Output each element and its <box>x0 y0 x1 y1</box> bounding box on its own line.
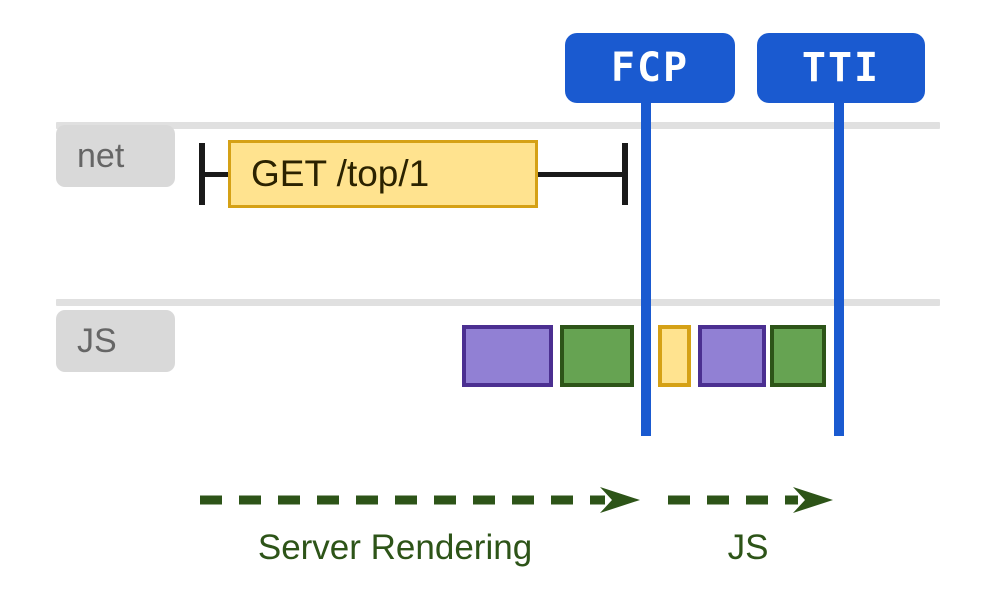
lane-badge-net: net <box>56 125 175 187</box>
js-task-block <box>658 325 691 387</box>
js-track-line <box>56 299 940 306</box>
net-track-line <box>56 122 940 129</box>
fcp-marker-label: FCP <box>610 45 690 91</box>
tti-marker-line <box>834 100 844 436</box>
network-request-label: GET /top/1 <box>251 153 430 194</box>
lane-badge-js-label: JS <box>77 321 117 360</box>
js-task-block <box>770 325 826 387</box>
network-request-bar: GET /top/1 <box>228 140 538 208</box>
server-rendering-phase-arrow <box>200 487 640 513</box>
js-task-block <box>698 325 766 387</box>
lane-badge-js: JS <box>56 310 175 372</box>
server-rendering-phase-label: Server Rendering <box>257 528 533 567</box>
lane-badge-net-label: net <box>77 136 125 175</box>
request-whisker-end-cap <box>622 143 628 205</box>
fcp-marker-badge: FCP <box>565 33 735 103</box>
js-task-block <box>560 325 634 387</box>
request-whisker-start-cap <box>199 143 205 205</box>
js-phase-arrow <box>668 487 833 513</box>
js-task-block <box>462 325 553 387</box>
fcp-marker-line <box>641 100 651 436</box>
js-phase-label: JS <box>727 528 769 567</box>
tti-marker-badge: TTI <box>757 33 925 103</box>
tti-marker-label: TTI <box>801 45 881 91</box>
